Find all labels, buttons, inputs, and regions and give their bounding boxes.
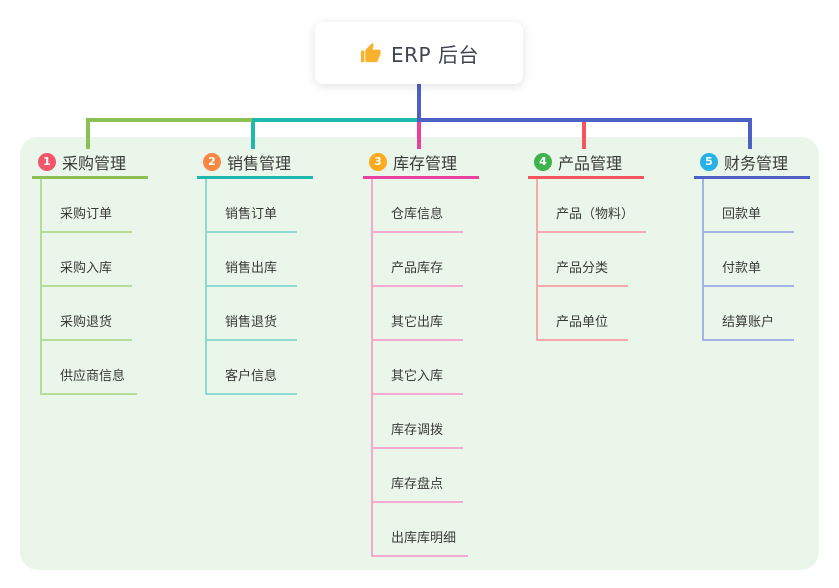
branch-title[interactable]: 3 库存管理	[363, 147, 479, 176]
branch-title[interactable]: 1 采购管理	[32, 147, 148, 176]
branch-index-badge: 4	[534, 152, 552, 171]
branch-title-label: 库存管理	[393, 153, 458, 173]
connector-line	[86, 118, 90, 149]
child-node[interactable]: 销售订单	[207, 179, 297, 233]
child-node[interactable]: 产品分类	[538, 233, 628, 287]
branch-index-badge: 3	[369, 152, 387, 171]
connector-line	[86, 118, 254, 122]
thumbs-up-icon	[360, 42, 381, 62]
connector-line	[582, 118, 586, 149]
branch-title[interactable]: 5 财务管理	[694, 147, 810, 176]
branch-title[interactable]: 2 销售管理	[197, 147, 313, 176]
branch-node-5: 5 财务管理 回款单付款单结算账户	[694, 147, 810, 341]
root-node[interactable]: ERP 后台	[315, 22, 523, 84]
branch-index-badge: 5	[700, 152, 718, 171]
child-node[interactable]: 产品单位	[538, 287, 628, 341]
branch-title-label: 销售管理	[227, 153, 292, 173]
branch-title-label: 产品管理	[558, 153, 623, 173]
branch-node-2: 2 销售管理 销售订单销售出库销售退货客户信息	[197, 147, 313, 395]
child-node[interactable]: 产品（物料）	[538, 179, 647, 233]
branch-node-1: 1 采购管理 采购订单采购入库采购退货供应商信息	[32, 147, 148, 395]
branch-title-label: 财务管理	[724, 153, 789, 173]
child-node[interactable]: 回款单	[704, 179, 794, 233]
branch-underline	[528, 176, 644, 179]
connector-line	[252, 118, 419, 122]
connector-line	[748, 118, 752, 149]
branch-children: 销售订单销售出库销售退货客户信息	[205, 179, 313, 395]
child-node[interactable]: 结算账户	[704, 287, 794, 341]
root-connector-line	[417, 83, 421, 122]
branch-title[interactable]: 4 产品管理	[528, 147, 644, 176]
branch-underline	[197, 176, 313, 179]
child-node[interactable]: 采购入库	[42, 233, 132, 287]
child-node[interactable]: 销售出库	[207, 233, 297, 287]
child-node[interactable]: 付款单	[704, 233, 794, 287]
child-node[interactable]: 仓库信息	[373, 179, 463, 233]
branch-children: 采购订单采购入库采购退货供应商信息	[40, 179, 148, 395]
child-node[interactable]: 其它出库	[373, 287, 463, 341]
branch-index-badge: 2	[203, 152, 221, 171]
connector-line	[417, 118, 752, 122]
child-node[interactable]: 产品库存	[373, 233, 463, 287]
child-node[interactable]: 供应商信息	[42, 341, 138, 395]
branch-children: 产品（物料）产品分类产品单位	[536, 179, 647, 341]
child-node[interactable]: 采购退货	[42, 287, 132, 341]
child-node[interactable]: 销售退货	[207, 287, 297, 341]
branch-underline	[363, 176, 479, 179]
branches-panel	[20, 137, 819, 570]
root-node-label: ERP 后台	[391, 42, 479, 67]
branch-children: 仓库信息产品库存其它出库其它入库库存调拨库存盘点出库库明细	[371, 179, 479, 557]
branch-underline	[32, 176, 148, 179]
child-node[interactable]: 客户信息	[207, 341, 297, 395]
branch-index-badge: 1	[38, 152, 56, 171]
child-node[interactable]: 出库库明细	[373, 503, 469, 557]
connector-line	[417, 118, 421, 149]
branch-node-3: 3 库存管理 仓库信息产品库存其它出库其它入库库存调拨库存盘点出库库明细	[363, 147, 479, 557]
child-node[interactable]: 其它入库	[373, 341, 463, 395]
connector-line	[251, 118, 255, 149]
branch-underline	[694, 176, 810, 179]
child-node[interactable]: 采购订单	[42, 179, 132, 233]
branch-node-4: 4 产品管理 产品（物料）产品分类产品单位	[528, 147, 647, 341]
branch-title-label: 采购管理	[62, 153, 127, 173]
branch-children: 回款单付款单结算账户	[702, 179, 810, 341]
child-node[interactable]: 库存盘点	[373, 449, 463, 503]
child-node[interactable]: 库存调拨	[373, 395, 463, 449]
